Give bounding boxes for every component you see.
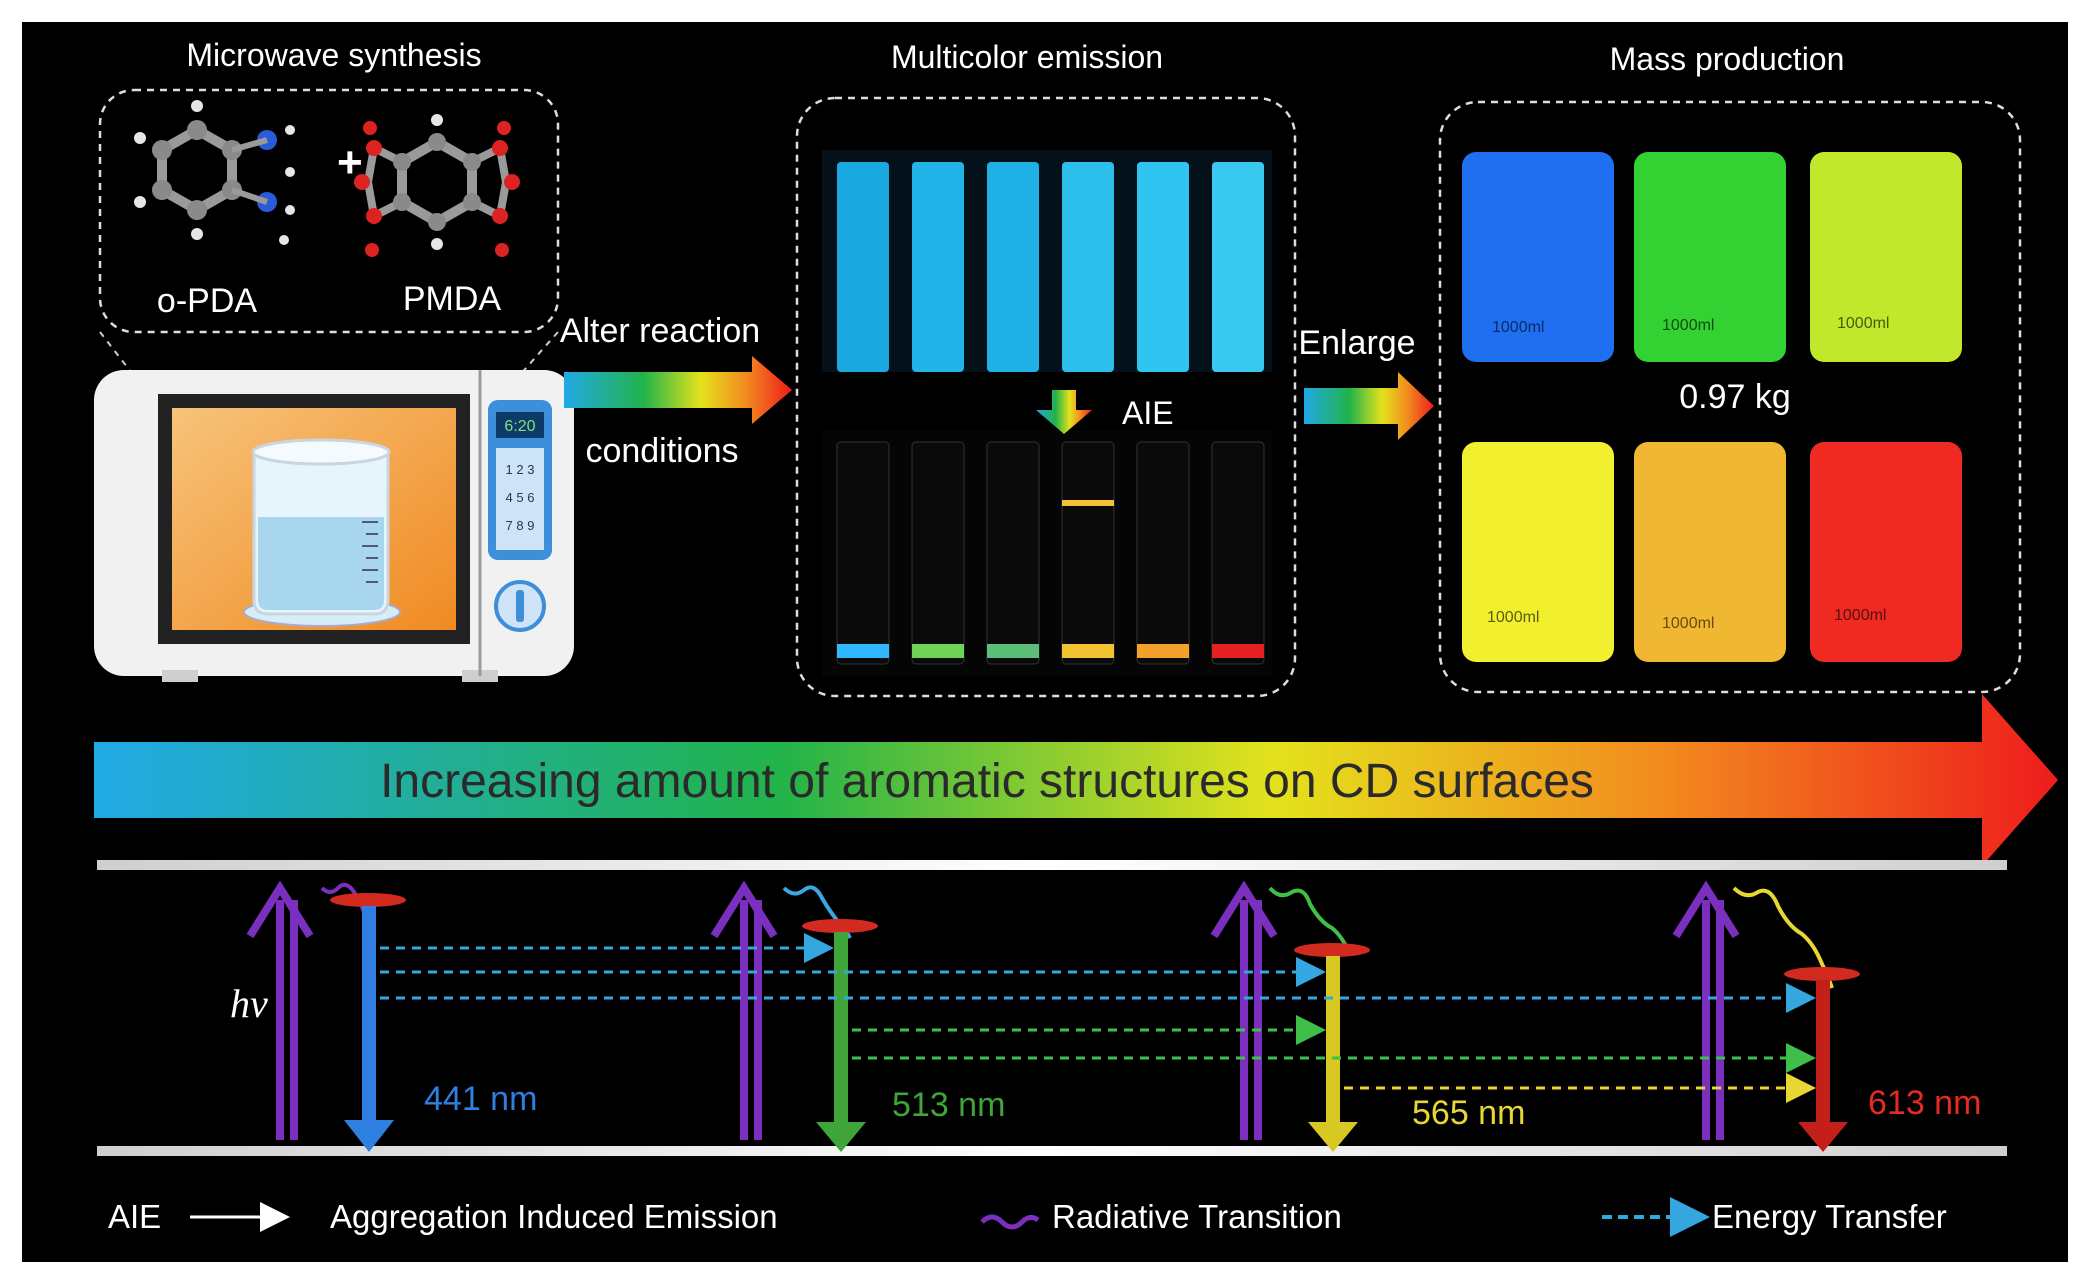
enlarge-label: Enlarge <box>1298 324 1415 362</box>
upper-energy-level <box>97 860 2007 870</box>
alter-reaction-arrow: Alter reaction conditions <box>560 312 792 470</box>
o-pda-molecule-icon <box>134 100 295 245</box>
pmda-label: PMDA <box>403 280 502 318</box>
wavelength-565: 565 nm <box>1412 1094 1525 1132</box>
energy-level-diagram: hv <box>97 860 2007 1156</box>
conditions-label: conditions <box>585 432 738 470</box>
beaker-icon <box>243 438 401 627</box>
mass-weight: 0.97 kg <box>1679 378 1791 416</box>
multicolor-title: Multicolor emission <box>891 39 1163 75</box>
emission-441-arrow <box>344 906 394 1152</box>
figure-art: Microwave synthesis Multicolor emission … <box>94 37 2058 1237</box>
multicolor-box: AIE <box>795 96 1297 698</box>
cuvette-row-top <box>837 162 1264 372</box>
figure-panel: Microwave synthesis Multicolor emission … <box>22 22 2068 1262</box>
svg-text:1000ml: 1000ml <box>1492 319 1544 336</box>
hv-label: hv <box>230 981 268 1026</box>
svg-text:1000ml: 1000ml <box>1834 607 1886 624</box>
microwave-title: Microwave synthesis <box>186 37 481 73</box>
wavelength-613: 613 nm <box>1868 1084 1981 1122</box>
mass-production-box: 1000ml 1000ml 1000ml 1000ml 1000ml 1000m… <box>1438 100 2022 694</box>
oven-keypad-row-1: 1 2 3 <box>506 462 535 477</box>
pmda-molecule-icon <box>354 114 520 257</box>
banner-text: Increasing amount of aromatic structures… <box>380 755 1594 808</box>
legend: AIE Aggregation Induced Emission Radiati… <box>108 1197 1947 1237</box>
wavelength-513: 513 nm <box>892 1086 1005 1124</box>
emission-565-arrow <box>1308 956 1358 1152</box>
emission-613-arrow <box>1798 980 1848 1152</box>
lower-energy-level <box>97 1146 2007 1156</box>
beaker-green-icon: 1000ml <box>1634 152 1786 362</box>
wavelength-441: 441 nm <box>424 1080 537 1118</box>
beaker-yellow-icon: 1000ml <box>1462 442 1614 662</box>
emission-513-arrow <box>816 932 866 1152</box>
legend-aie-abbrev: AIE <box>108 1198 161 1235</box>
svg-text:1000ml: 1000ml <box>1837 315 1889 332</box>
beaker-red-icon: 1000ml <box>1810 442 1962 662</box>
enlarge-arrow: Enlarge <box>1298 324 1434 440</box>
oven-keypad-row-2: 4 5 6 <box>506 490 535 505</box>
legend-radiative-icon <box>980 1214 1040 1230</box>
alter-reaction-label: Alter reaction <box>560 312 760 350</box>
microwave-oven-icon: 6:20 1 2 3 4 5 6 7 8 9 <box>94 370 574 682</box>
excitation-arrows <box>246 880 1740 1140</box>
aie-arrow-label: AIE <box>1122 395 1174 431</box>
o-pda-label: o-PDA <box>157 282 257 320</box>
beaker-lime-icon: 1000ml <box>1810 152 1962 362</box>
oven-display: 6:20 <box>504 418 535 435</box>
svg-text:1000ml: 1000ml <box>1487 609 1539 626</box>
legend-radiative-text: Radiative Transition <box>1052 1198 1342 1235</box>
legend-transfer-text: Energy Transfer <box>1712 1198 1947 1235</box>
mass-title: Mass production <box>1610 41 1845 77</box>
legend-aie-text: Aggregation Induced Emission <box>330 1198 778 1235</box>
energy-transfer-arrows <box>380 933 1816 1103</box>
beaker-blue-icon: 1000ml <box>1462 152 1614 362</box>
gradient-banner: Increasing amount of aromatic structures… <box>94 694 2058 866</box>
cuvette-row-bottom <box>836 441 1265 665</box>
molecule-box: + o-PDA PMDA <box>98 88 560 413</box>
beaker-orange-icon: 1000ml <box>1634 442 1786 662</box>
excited-state-disks <box>330 893 1860 981</box>
aie-down-arrow-icon <box>1036 390 1092 434</box>
svg-text:1000ml: 1000ml <box>1662 615 1714 632</box>
oven-keypad-row-3: 7 8 9 <box>506 518 535 533</box>
svg-text:1000ml: 1000ml <box>1662 317 1714 334</box>
